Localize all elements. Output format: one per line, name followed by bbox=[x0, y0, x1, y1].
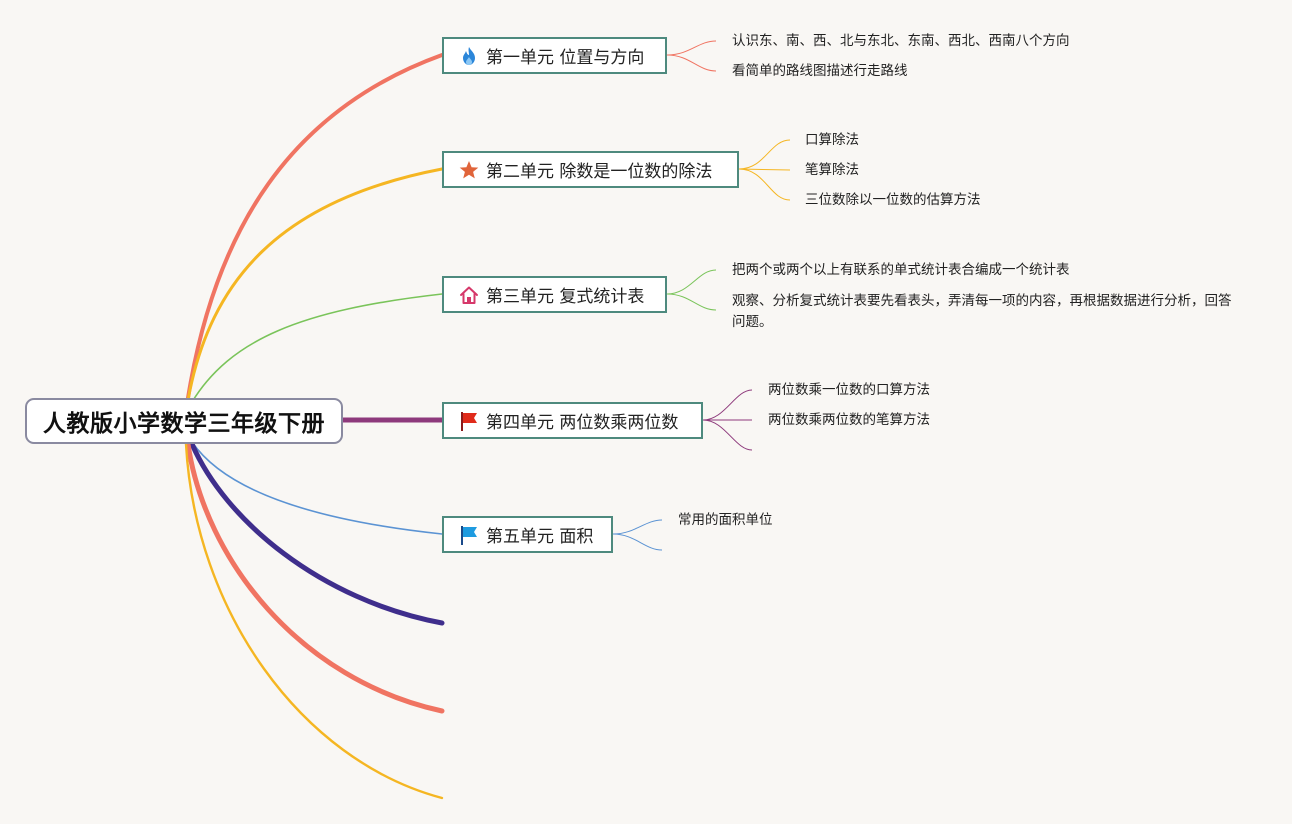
subtopic-unit2-item2[interactable]: 笔算除法 bbox=[805, 162, 859, 178]
branch-unit-5 bbox=[191, 441, 443, 535]
topic-label: 第一单元 位置与方向 bbox=[486, 48, 645, 68]
star-icon bbox=[458, 159, 480, 181]
subtopic-unit3-item2[interactable]: 观察、分析复式统计表要先看表头，弄清每一项的内容，再根据数据进行分析，回答问题。 bbox=[732, 293, 1232, 330]
subtopic-unit2-item3[interactable]: 三位数除以一位数的估算方法 bbox=[805, 192, 981, 208]
subtopic-unit2-item1[interactable]: 口算除法 bbox=[805, 132, 859, 148]
subtopic-unit1-item1[interactable]: 认识东、南、西、北与东北、东南、西北、西南八个方向 bbox=[732, 33, 1070, 49]
topic-unit-4[interactable]: 第四单元 两位数乘两位数 bbox=[442, 402, 703, 439]
topic-label: 第四单元 两位数乘两位数 bbox=[486, 413, 679, 433]
branch-empty-3 bbox=[184, 442, 444, 800]
topic-unit-2[interactable]: 第二单元 除数是一位数的除法 bbox=[442, 151, 739, 188]
topic-label: 第二单元 除数是一位数的除法 bbox=[486, 162, 713, 182]
subtopic-unit3-item1[interactable]: 把两个或两个以上有联系的单式统计表合编成一个统计表 bbox=[732, 262, 1070, 278]
subtopic-unit1-item2[interactable]: 看简单的路线图描述行走路线 bbox=[732, 63, 908, 79]
branch-unit-2 bbox=[186, 167, 444, 402]
subtopic-unit4-item2[interactable]: 两位数乘两位数的笔算方法 bbox=[768, 412, 930, 428]
home-icon bbox=[458, 284, 480, 306]
blue-flag-icon bbox=[458, 524, 480, 546]
subtopic-unit4-item1[interactable]: 两位数乘一位数的口算方法 bbox=[768, 382, 930, 398]
topic-label: 第三单元 复式统计表 bbox=[486, 287, 645, 307]
branch-empty-1 bbox=[189, 441, 445, 626]
topic-unit-3[interactable]: 第三单元 复式统计表 bbox=[442, 276, 667, 313]
branch-unit-3 bbox=[191, 293, 443, 403]
subtopic-unit5-item1[interactable]: 常用的面积单位 bbox=[678, 512, 773, 528]
topic-label: 第五单元 面积 bbox=[486, 527, 594, 547]
topic-unit-1[interactable]: 第一单元 位置与方向 bbox=[442, 37, 667, 74]
fire-icon bbox=[458, 45, 480, 67]
topic-unit-5[interactable]: 第五单元 面积 bbox=[442, 516, 613, 553]
branch-empty-2 bbox=[185, 441, 445, 714]
central-topic[interactable]: 人教版小学数学三年级下册 bbox=[25, 398, 343, 444]
red-flag-icon bbox=[458, 410, 480, 432]
branch-unit-1 bbox=[186, 53, 444, 400]
